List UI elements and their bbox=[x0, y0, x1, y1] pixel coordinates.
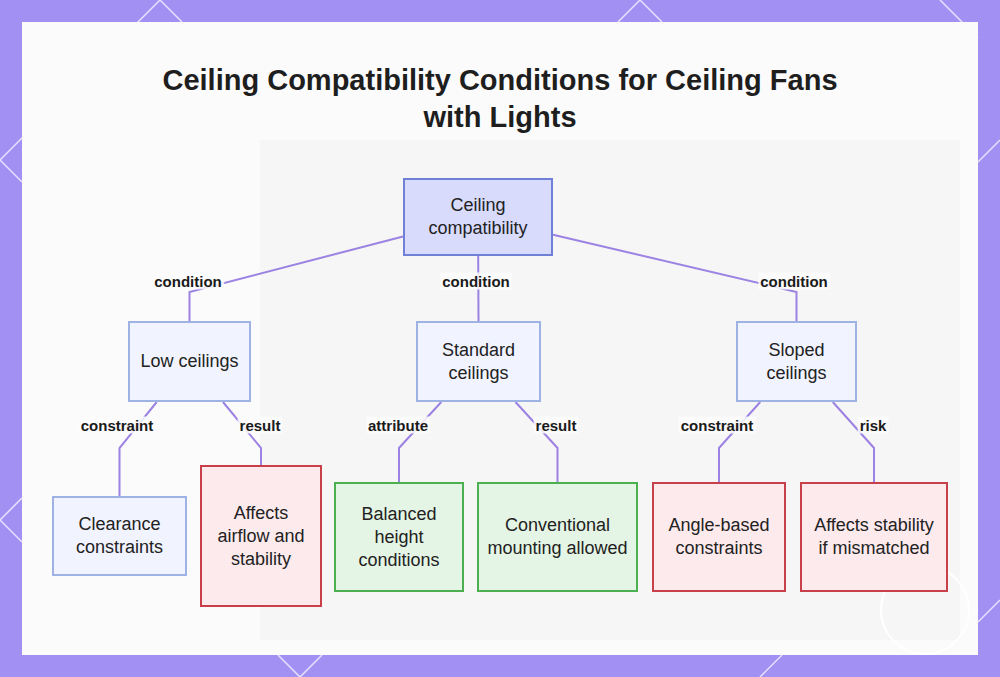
node-label: Standard ceilings bbox=[426, 339, 531, 385]
connector-line bbox=[399, 402, 441, 482]
result-box: Balanced height conditions bbox=[334, 482, 464, 592]
node-label: Balanced height conditions bbox=[344, 503, 454, 572]
risk-box: Affects airflow and stability bbox=[200, 465, 322, 607]
concept-box: Standard ceilings bbox=[416, 321, 541, 402]
connector-line bbox=[833, 402, 874, 482]
connector-line bbox=[719, 402, 760, 482]
result-box: Conventional mounting allowed bbox=[477, 482, 638, 592]
concept-box: Ceiling compatibility bbox=[403, 178, 553, 256]
edge-label: constraint bbox=[79, 417, 156, 434]
node-label: Low ceilings bbox=[140, 350, 238, 373]
edge-label: constraint bbox=[679, 417, 756, 434]
faded-photo bbox=[260, 140, 960, 640]
node-label: Angle-based constraints bbox=[662, 514, 776, 560]
node-label: Clearance constraints bbox=[62, 513, 177, 559]
node-label: Sloped ceilings bbox=[746, 339, 847, 385]
edge-label: condition bbox=[440, 273, 512, 290]
node-label: Affects stability if mismatched bbox=[810, 514, 938, 560]
panel bbox=[22, 22, 978, 655]
concept-box: Sloped ceilings bbox=[736, 321, 857, 402]
concept-box: Low ceilings bbox=[128, 321, 251, 402]
edge-label: attribute bbox=[366, 417, 430, 434]
edge-label: condition bbox=[152, 273, 224, 290]
edge-label: condition bbox=[758, 273, 830, 290]
node-label: Affects airflow and stability bbox=[210, 502, 312, 571]
risk-box: Angle-based constraints bbox=[652, 482, 786, 592]
connector-line bbox=[515, 402, 557, 482]
connector-line bbox=[223, 402, 261, 465]
concept-box: Clearance constraints bbox=[52, 496, 187, 576]
edge-label: result bbox=[534, 417, 579, 434]
risk-box: Affects stability if mismatched bbox=[800, 482, 948, 592]
node-label: Conventional mounting allowed bbox=[487, 514, 628, 560]
node-label: Ceiling compatibility bbox=[413, 194, 543, 240]
diagram-title: Ceiling Compatibility Conditions for Cei… bbox=[150, 62, 850, 136]
edge-label: result bbox=[238, 417, 283, 434]
edge-label: risk bbox=[858, 417, 889, 434]
